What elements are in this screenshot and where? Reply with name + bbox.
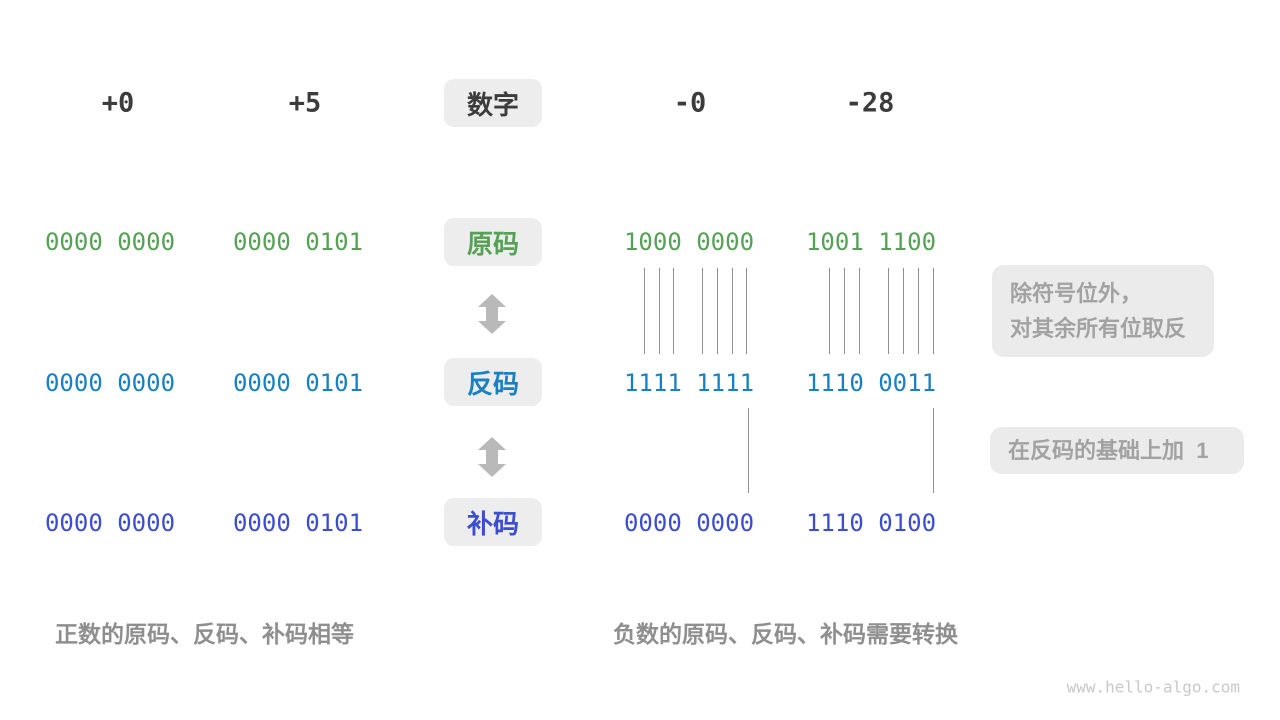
twos-complement-minus0: 0000 0000 — [623, 509, 755, 537]
bit-invert-line — [717, 268, 718, 354]
updown-arrow-icon — [478, 294, 506, 334]
ones-complement-minus28: 1110 0011 — [805, 369, 937, 397]
ones-complement-plus5: 0000 0101 — [232, 369, 364, 397]
column-header-minus0: -0 — [673, 87, 707, 119]
ones-complement-badge: 反码 — [444, 358, 542, 406]
ones-complement-minus0: 1111 1111 — [623, 369, 755, 397]
twos-complement-plus5: 0000 0101 — [232, 509, 364, 537]
column-header-plus0: +0 — [101, 87, 135, 119]
bit-invert-line — [844, 268, 845, 354]
watermark: www.hello-algo.com — [1066, 677, 1240, 697]
column-header-minus28: -28 — [845, 87, 895, 119]
positive-caption: 正数的原码、反码、补码相等 — [55, 621, 354, 647]
bit-invert-line — [829, 268, 830, 354]
sign-magnitude-plus0: 0000 0000 — [44, 228, 176, 256]
number-badge-label: 数字 — [466, 89, 519, 120]
bit-invert-line — [659, 268, 660, 354]
add-one-note: 在反码的基础上加 1 — [990, 427, 1244, 474]
sign-magnitude-badge: 原码 — [444, 218, 542, 266]
twos-complement-badge: 补码 — [444, 498, 542, 546]
sign-magnitude-badge-label: 原码 — [466, 228, 519, 259]
bit-invert-line — [673, 268, 674, 354]
add-one-line — [933, 408, 934, 493]
bit-invert-line — [746, 268, 747, 354]
sign-magnitude-minus28: 1001 1100 — [805, 228, 937, 256]
invert-note-line2: 对其余所有位取反 — [1010, 316, 1187, 341]
bit-invert-line — [918, 268, 919, 354]
bit-invert-line — [903, 268, 904, 354]
bit-invert-line — [859, 268, 860, 354]
add-one-line — [748, 408, 749, 493]
bit-invert-line — [888, 268, 889, 354]
sign-magnitude-minus0: 1000 0000 — [623, 228, 755, 256]
column-header-plus5: +5 — [288, 87, 322, 119]
number-badge: 数字 — [444, 79, 542, 127]
twos-complement-badge-label: 补码 — [466, 508, 519, 539]
bit-invert-line — [732, 268, 733, 354]
updown-arrow-icon — [478, 437, 506, 477]
bit-invert-line — [644, 268, 645, 354]
invert-note: 除符号位外， 对其余所有位取反 — [992, 265, 1214, 357]
bit-invert-line — [933, 268, 934, 354]
sign-magnitude-plus5: 0000 0101 — [232, 228, 364, 256]
ones-complement-plus0: 0000 0000 — [44, 369, 176, 397]
invert-note-line1: 除符号位外， — [1010, 281, 1143, 306]
bit-invert-line — [702, 268, 703, 354]
twos-complement-plus0: 0000 0000 — [44, 509, 176, 537]
negative-caption: 负数的原码、反码、补码需要转换 — [613, 621, 958, 647]
ones-complement-badge-label: 反码 — [466, 368, 519, 399]
twos-complement-minus28: 1110 0100 — [805, 509, 937, 537]
